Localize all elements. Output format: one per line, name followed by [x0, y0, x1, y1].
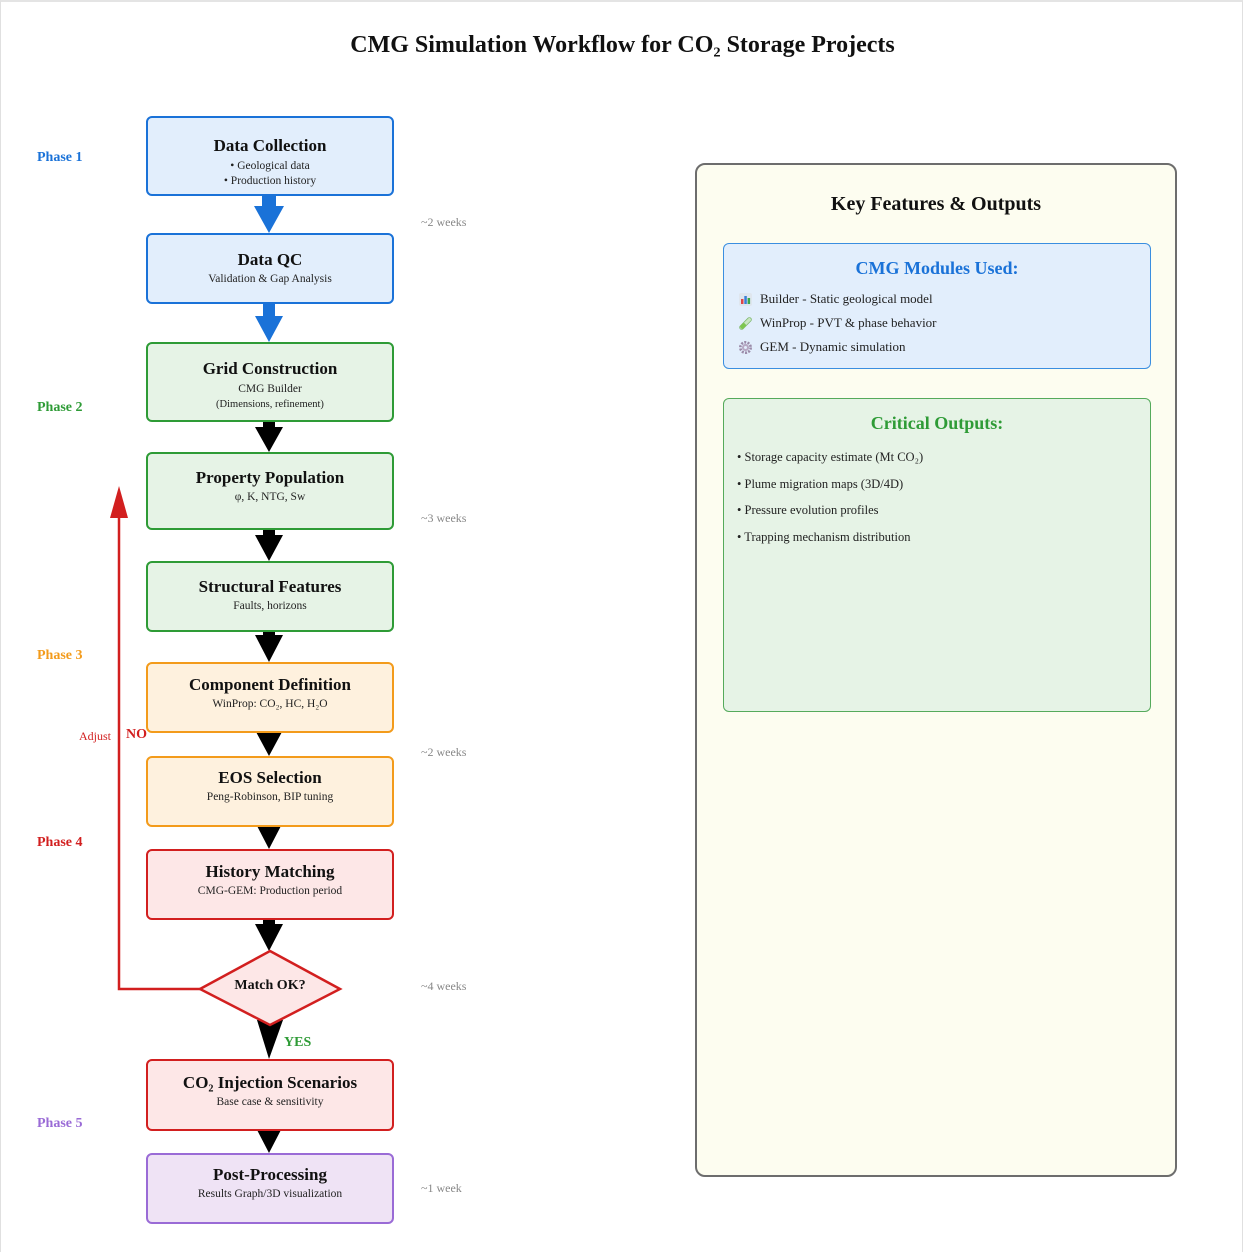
- bar-chart-icon: [739, 292, 752, 306]
- step-title: CO₂ Injection Scenarios: [182, 1073, 358, 1092]
- output-item: • Plume migration maps (3D/4D): [737, 476, 904, 491]
- step-detail: Faults, horizons: [233, 600, 307, 612]
- test-tube-icon: [739, 316, 752, 330]
- step-eos-selection: EOS Selection Peng-Robinson, BIP tuning: [146, 756, 394, 827]
- arrow-structural-to-component: [255, 632, 283, 662]
- phase-2-label: Phase 2: [37, 400, 83, 415]
- adjust-label: Adjust: [79, 729, 112, 743]
- step-data-collection: Data Collection • Geological data • Prod…: [146, 116, 394, 196]
- yes-label: YES: [284, 1035, 312, 1050]
- duration-phase-1: ~2 weeks: [421, 215, 467, 229]
- modules-title: CMG Modules Used:: [855, 258, 1019, 278]
- arrow-property-to-structural: [255, 530, 283, 561]
- duration-phase-4: ~4 weeks: [421, 979, 467, 993]
- decision-diamond: [197, 949, 343, 1027]
- arrow-injection-to-post: [255, 1126, 283, 1153]
- arrow-grid-to-property: [255, 422, 283, 452]
- critical-outputs-box: Critical Outputs: • Storage capacity est…: [723, 398, 1151, 712]
- outputs-list: • Storage capacity estimate (Mt CO₂) • P…: [737, 449, 1150, 545]
- step-title: Data Collection: [213, 136, 327, 155]
- step-title: Data QC: [237, 250, 303, 269]
- duration-phase-2: ~3 weeks: [421, 511, 467, 525]
- panel-title: Key Features & Outputs: [830, 193, 1042, 215]
- step-title: Property Population: [195, 468, 345, 487]
- step-component-definition: Component Definition WinProp: CO₂, HC, H…: [146, 662, 394, 733]
- step-detail: CMG-GEM: Production period: [197, 885, 343, 897]
- module-text: GEM - Dynamic simulation: [760, 339, 906, 354]
- gear-icon: [739, 340, 752, 354]
- outputs-title: Critical Outputs:: [870, 413, 1004, 433]
- diagram-title: CMG Simulation Workflow for CO₂ Storage …: [350, 32, 895, 58]
- module-item-winprop: WinProp - PVT & phase behavior: [739, 315, 1150, 331]
- step-detail: φ, K, NTG, Sw: [234, 491, 306, 503]
- step-detail: WinProp: CO₂, HC, H₂O: [212, 698, 328, 710]
- step-detail: Peng-Robinson, BIP tuning: [206, 791, 334, 803]
- step-property-population: Property Population φ, K, NTG, Sw: [146, 452, 394, 530]
- module-text: WinProp - PVT & phase behavior: [760, 315, 937, 330]
- step-detail: • Production history: [223, 175, 317, 187]
- step-data-qc: Data QC Validation & Gap Analysis: [146, 233, 394, 304]
- step-title: History Matching: [205, 862, 335, 881]
- duration-phase-3: ~2 weeks: [421, 745, 467, 759]
- duration-phase-5: ~1 week: [421, 1181, 462, 1195]
- step-history-matching: History Matching CMG-GEM: Production per…: [146, 849, 394, 920]
- output-item: • Storage capacity estimate (Mt CO₂): [737, 450, 924, 464]
- arrow-decision-yes: [257, 1020, 283, 1059]
- module-text: Builder - Static geological model: [760, 291, 933, 306]
- step-detail: CMG Builder: [238, 383, 302, 395]
- step-co2-injection: CO₂ Injection Scenarios Base case & sens…: [146, 1059, 394, 1131]
- step-structural-features: Structural Features Faults, horizons: [146, 561, 394, 632]
- arrow-collection-to-qc: [254, 196, 284, 233]
- decision-label: Match OK?: [234, 978, 306, 993]
- output-item: • Trapping mechanism distribution: [737, 529, 911, 544]
- step-post-processing: Post-Processing Results Graph/3D visuali…: [146, 1153, 394, 1224]
- no-label: NO: [126, 727, 147, 742]
- arrow-history-to-decision: [255, 920, 283, 951]
- step-title: Post-Processing: [213, 1165, 327, 1184]
- module-item-builder: Builder - Static geological model: [739, 291, 1150, 307]
- step-title: Grid Construction: [202, 359, 338, 378]
- modules-list: Builder - Static geological model WinPro…: [739, 291, 1150, 355]
- step-detail: Results Graph/3D visualization: [197, 1188, 343, 1200]
- phase-5-label: Phase 5: [37, 1116, 83, 1131]
- step-grid-construction: Grid Construction CMG Builder (Dimension…: [146, 342, 394, 422]
- module-item-gem: GEM - Dynamic simulation: [739, 339, 1150, 355]
- phase-1-label: Phase 1: [37, 150, 83, 165]
- step-detail: Base case & sensitivity: [216, 1096, 324, 1108]
- step-detail: (Dimensions, refinement): [216, 399, 324, 410]
- step-title: Structural Features: [198, 577, 342, 596]
- output-item: • Pressure evolution profiles: [737, 503, 879, 517]
- arrow-qc-to-grid: [255, 304, 283, 342]
- cmg-modules-box: CMG Modules Used: Builder - Static geolo…: [723, 243, 1151, 369]
- arrow-component-to-eos: [255, 730, 283, 756]
- step-title: EOS Selection: [218, 768, 322, 787]
- phase-3-label: Phase 3: [37, 648, 83, 663]
- step-title: Component Definition: [189, 675, 351, 694]
- flow-arrows: [254, 196, 284, 1153]
- key-features-panel: Key Features & Outputs CMG Modules Used:…: [695, 163, 1177, 1177]
- step-detail: Validation & Gap Analysis: [208, 273, 332, 285]
- step-detail: • Geological data: [230, 160, 310, 172]
- phase-4-label: Phase 4: [37, 835, 83, 850]
- feedback-loop: [110, 486, 201, 991]
- arrow-eos-to-history: [255, 822, 283, 849]
